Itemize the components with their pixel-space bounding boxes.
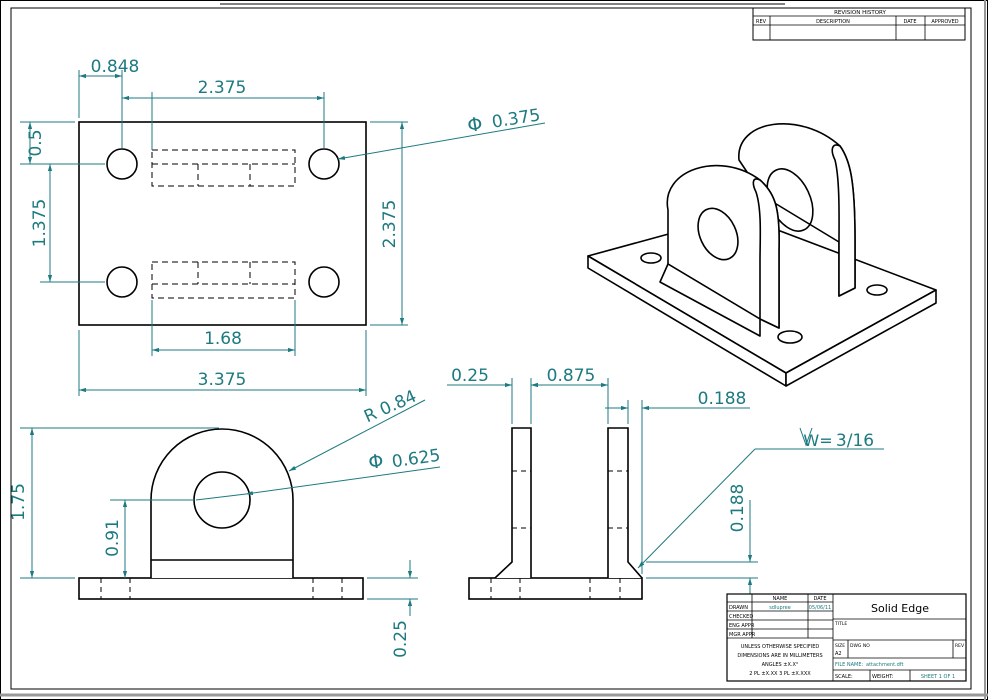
tb-rev-label: REV <box>955 643 965 649</box>
hidden-lines <box>151 149 296 299</box>
tb-note-3: ANGLES ±X.X° <box>762 662 799 668</box>
front-diameter-symbol: Φ <box>367 450 385 474</box>
dim-plate-height: 2.375 <box>380 200 400 249</box>
dim-weld-leg-x: 0.188 <box>698 389 747 409</box>
dim-lug-gap: 0.875 <box>547 366 596 386</box>
revision-title: REVISION HISTORY <box>834 10 886 16</box>
revision-col-rev: REV <box>756 19 767 25</box>
top-view-dimensions <box>20 70 546 396</box>
tb-header-name: NAME <box>773 596 788 602</box>
dim-lug-span: 1.68 <box>204 329 242 349</box>
revision-col-date: DATE <box>903 19 916 25</box>
revision-col-approved: APPROVED <box>931 19 958 25</box>
dim-plate-width: 3.375 <box>198 370 247 390</box>
tb-dwg-no-label: DWG NO <box>850 643 870 649</box>
tb-row-drawn-date: 05/06/11 <box>809 605 831 611</box>
dim-hole-spacing-y: 1.375 <box>30 199 50 248</box>
title-block: NAME DATE DRAWN sdlupree 05/06/11 CHECKE… <box>726 593 967 682</box>
top-view: 0.848 2.375 Φ 0.375 0.5 1.375 2.375 1.68… <box>20 57 546 396</box>
tb-file-name-label: FILE NAME: <box>835 662 864 668</box>
tb-title-label: TITLE <box>834 621 847 627</box>
tb-sheet-label: SHEET 1 OF 1 <box>921 674 955 680</box>
diameter-symbol: Φ <box>466 113 484 137</box>
dim-hole-offset-x: 0.848 <box>91 57 140 77</box>
tb-row-mgr-label: MGR APPR <box>729 632 756 638</box>
dim-hole-offset-y: 0.5 <box>26 129 46 156</box>
tb-size-value: A2 <box>835 651 842 657</box>
dim-weld-callout: 3/16 <box>836 431 874 451</box>
dim-hole-center-height: 0.91 <box>103 519 123 557</box>
tb-row-drawn-label: DRAWN <box>729 605 748 611</box>
tb-note-4: 2 PL ±X.XX 3 PL ±X.XXX <box>749 671 811 677</box>
tb-row-drawn-name: sdlupree <box>769 605 791 611</box>
revision-col-description: DESCRIPTION <box>816 19 850 25</box>
tb-size-label: SIZE <box>835 643 845 649</box>
tb-row-checked-label: CHECKED <box>729 614 753 620</box>
tb-header-date: DATE <box>813 596 826 602</box>
tb-note-1: UNLESS OTHERWISE SPECIFIED <box>741 644 820 650</box>
side-view-dimensions <box>447 378 884 600</box>
front-view-dimensions <box>20 399 441 616</box>
tb-company: Solid Edge <box>871 602 929 615</box>
tb-weight-label: WEIGHT: <box>872 674 894 680</box>
dim-hole-spacing-x: 2.375 <box>198 78 247 98</box>
dim-plate-thickness: 0.25 <box>391 620 411 658</box>
tb-note-2: DIMENSIONS ARE IN MILLIMETERS <box>737 653 822 659</box>
dim-lug-thickness: 0.25 <box>451 366 489 386</box>
tb-scale-label: SCALE: <box>835 674 853 680</box>
dim-weld-leg-y: 0.188 <box>728 484 748 533</box>
dim-overall-height: 1.75 <box>9 483 29 521</box>
side-view: 0.25 0.875 0.188 W= 3/16 0.188 <box>447 366 884 600</box>
revision-history-block: REVISION HISTORY REV DESCRIPTION DATE AP… <box>752 7 966 41</box>
tb-file-name-value: attachment.dft <box>866 662 903 668</box>
tb-row-eng-label: ENG APPR <box>729 623 755 629</box>
isometric-view <box>587 123 937 387</box>
weld-prefix: W= <box>803 431 832 450</box>
